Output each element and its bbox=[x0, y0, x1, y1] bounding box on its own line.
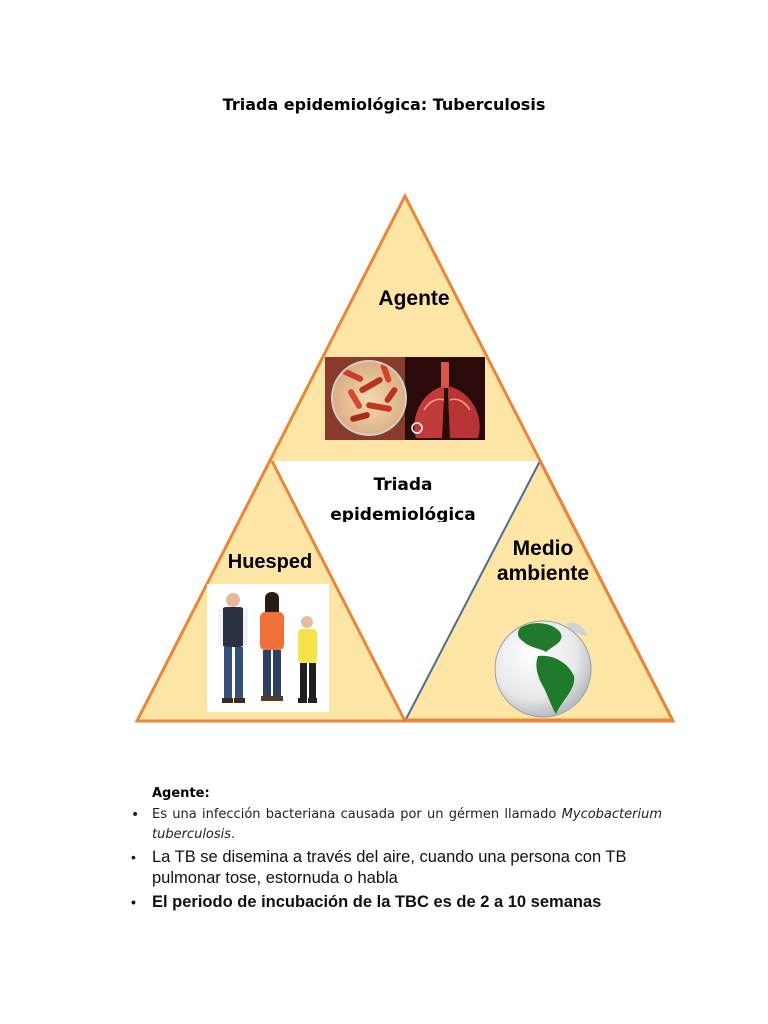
right-divider-blue bbox=[404, 460, 541, 722]
page-title: Triada epidemiológica: Tuberculosis bbox=[222, 95, 546, 114]
right-divider-orange bbox=[538, 460, 675, 722]
medio-ambiente-label: Medio ambiente bbox=[496, 537, 590, 586]
agente-section: Agente: • Es una infección bacteriana ca… bbox=[130, 786, 662, 913]
huesped-label: Huesped bbox=[227, 551, 313, 573]
bacteria-and-lungs-image bbox=[325, 357, 485, 440]
list-item: • Es una infección bacteriana causada po… bbox=[130, 805, 662, 845]
center-triad-label: Triada epidemiológica bbox=[330, 475, 476, 522]
left-divider bbox=[270, 460, 407, 722]
family-people-image bbox=[207, 584, 329, 712]
bullet-icon: • bbox=[131, 849, 136, 865]
bullet-list: • Es una infección bacteriana causada po… bbox=[130, 805, 662, 913]
list-item: • El periodo de incubación de la TBC es … bbox=[130, 892, 662, 913]
agente-label: Agente bbox=[378, 287, 450, 310]
bullet-text: Es una infección bacteriana causada por … bbox=[152, 807, 562, 822]
bullet-icon: • bbox=[131, 894, 136, 910]
bullet-text-end: . bbox=[231, 827, 236, 842]
organism-name: Mycobacterium tuberculosis bbox=[152, 807, 662, 842]
bullet-text: La TB se disemina a través del aire, cua… bbox=[152, 848, 627, 887]
list-item: • La TB se disemina a través del aire, c… bbox=[130, 847, 662, 889]
bullet-icon: • bbox=[131, 807, 140, 823]
section-heading: Agente: bbox=[152, 786, 210, 801]
center-triangle bbox=[272, 461, 540, 721]
epidemiological-triad-diagram bbox=[134, 192, 676, 723]
bullet-text: El periodo de incubación de la TBC es de… bbox=[152, 893, 602, 911]
globe-image bbox=[494, 620, 592, 718]
